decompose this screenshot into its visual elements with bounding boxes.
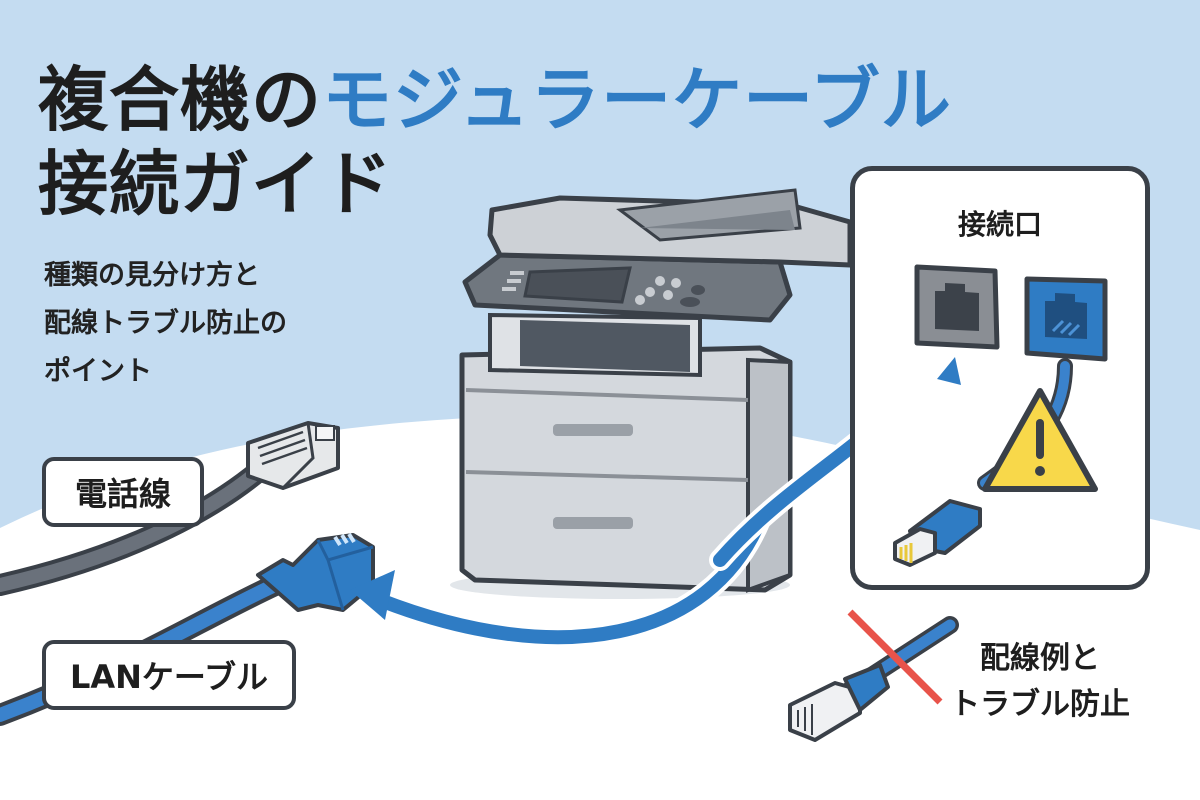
lan-plug-icon bbox=[893, 499, 982, 567]
title-line-1: 複合機のモジュラーケーブル bbox=[38, 59, 952, 141]
phone-line-label: 電話線 bbox=[42, 457, 204, 527]
title-line-2: 接続ガイド bbox=[38, 143, 393, 225]
warning-triangle-icon bbox=[982, 388, 1098, 492]
drawer-handle-2 bbox=[553, 517, 633, 529]
arrow-icon bbox=[350, 509, 771, 649]
title-accent: モジュラーケーブル bbox=[322, 59, 952, 141]
subtitle-line-1: 種類の見分け方と bbox=[44, 260, 260, 291]
lan-plug-icon bbox=[256, 532, 375, 612]
printer-icon bbox=[450, 188, 853, 599]
subtitle-line-2: 配線トラブル防止の bbox=[44, 308, 287, 339]
drawer-handle-1 bbox=[553, 424, 633, 436]
cross-icon bbox=[847, 609, 943, 705]
lan-cable-label: LANケーブル bbox=[42, 640, 296, 710]
wrong-cable-icon bbox=[788, 609, 959, 742]
control-screen bbox=[523, 266, 632, 304]
phone-port-icon bbox=[914, 264, 1000, 350]
lan-port-icon bbox=[1024, 276, 1108, 362]
phone-cable-icon bbox=[0, 421, 340, 596]
subtitle-line-3: ポイント bbox=[44, 356, 152, 387]
port-panel-art bbox=[893, 264, 1108, 567]
port-panel-title: 接続口 bbox=[957, 208, 1042, 241]
page-title: 複合機のモジュラーケーブル 接続ガイド bbox=[38, 58, 952, 226]
port-panel: 接続口 bbox=[850, 166, 1150, 590]
subtitle: 種類の見分け方と 配線トラブル防止の ポイント bbox=[44, 252, 287, 396]
phone-plug-icon bbox=[246, 421, 340, 490]
port-arrow-head bbox=[937, 357, 961, 385]
note-line-2: トラブル防止 bbox=[950, 687, 1130, 722]
note-line-1: 配線例と bbox=[980, 641, 1100, 676]
wiring-note: 配線例と トラブル防止 bbox=[950, 636, 1130, 728]
